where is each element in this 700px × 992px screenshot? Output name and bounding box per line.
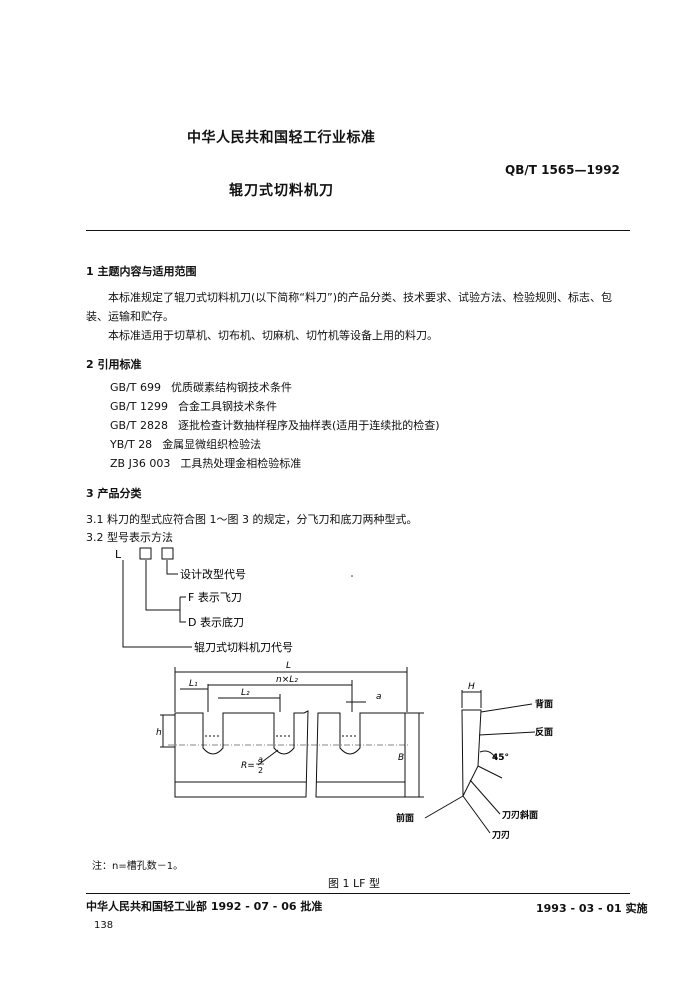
label-R-num: a [258,755,263,764]
standard-code: QB/T 1565—1992 [505,163,620,177]
reference-code: GB/T 1299 [110,400,168,413]
header-rule [86,230,630,231]
model-box-2 [161,547,174,560]
knife-body-left [174,710,309,798]
reference-list: GB/T 699 优质碳素结构钢技术条件 GB/T 1299 合金工具钢技术条件 G… [110,378,440,473]
dim-H [461,690,482,708]
label-L: L [286,661,291,671]
label-L1: L₁ [189,679,198,689]
reference-name: 金属显微组织检验法 [162,438,262,451]
approval-note: 中华人民共和国轻工业部 1992 - 07 - 06 批准 [86,900,323,913]
model-letter: L [115,548,122,561]
section-2-heading: 2 引用标准 [86,358,142,371]
knife-body-right [315,712,406,798]
section-1-heading: 1 主题内容与适用范围 [86,265,197,278]
standard-org: 中华人民共和国轻工行业标准 [187,130,376,146]
r-leader [257,749,279,766]
dim-h [160,714,175,748]
reference-name: 工具热处理金相检验标准 [180,457,302,470]
model-box-1 [139,547,152,560]
leader-fd [145,560,186,623]
clause-3-2: 3.2 型号表示方法 [86,531,173,544]
label-R: R= [241,761,255,771]
label-reverse-face: 反面 [535,726,553,738]
page-number: 138 [94,920,114,931]
leader-edge [462,795,491,834]
reference-item: GB/T 699 优质碳素结构钢技术条件 [110,378,440,397]
reference-code: GB/T 2828 [110,419,168,432]
model-d-label: D 表示底刀 [188,615,244,629]
reference-name: 逐批检查计数抽样程序及抽样表(适用于连续批的检查) [178,419,440,432]
label-L2: L₂ [241,688,250,698]
reference-name: 合金工具钢技术条件 [178,400,277,413]
label-front-face: 前面 [396,812,414,824]
implementation-date: 1993 - 03 - 01 实施 [536,902,648,915]
figure-note: 注：n=槽孔数－1。 [92,861,184,872]
label-h: h [156,728,162,738]
label-nL2: n×L₂ [276,675,298,685]
leader-base [122,560,192,648]
reference-code: YB/T 28 [110,438,153,451]
dim-B [405,712,424,798]
footer-rule [86,893,630,894]
clause-3-1: 3.1 料刀的型式应符合图 1～图 3 的规定，分飞刀和底刀两种型式。 [86,513,418,526]
section-1-para-2: 本标准适用于切草机、切布机、切麻机、切竹机等设备上用的料刀。 [108,329,438,342]
label-H: H [468,682,475,692]
label-bevel: 刀刃斜面 [502,809,538,821]
label-B: B [398,753,404,763]
leader-design [166,560,178,575]
reference-code: GB/T 699 [110,381,161,394]
label-edge: 刀刃 [492,830,510,841]
standard-title: 辊刀式切料机刀 [229,183,334,199]
dim-L-ext [174,667,408,712]
reference-code: ZB J36 003 [110,457,171,470]
model-base-label: 辊刀式切料机刀代号 [194,640,293,654]
leader-bevel [469,779,501,815]
reference-item: YB/T 28 金属显微组织检验法 [110,435,440,454]
leader-front [424,795,464,819]
angle-arc [479,750,498,761]
model-f-label: F 表示飞刀 [188,590,242,604]
model-design-label: 设计改型代号 [180,567,246,581]
label-R-den: 2 [258,766,263,775]
section-1-para-1: 本标准规定了辊刀式切料机刀(以下简称“料刀”)的产品分类、技术要求、试验方法、检… [86,291,612,323]
figure-caption: 图 1 LF 型 [328,877,380,890]
angle-line [477,765,503,779]
leader-back [480,703,533,713]
reference-item: GB/T 1299 合金工具钢技术条件 [110,397,440,416]
reference-item: ZB J36 003 工具热处理金相检验标准 [110,454,440,473]
label-a: a [376,692,382,702]
label-angle: 45° [492,753,509,763]
stray-dot [351,575,353,577]
section-3-heading: 3 产品分类 [86,487,142,500]
section-view [461,709,482,797]
leader-reverse [478,731,536,736]
reference-item: GB/T 2828 逐批检查计数抽样程序及抽样表(适用于连续批的检查) [110,416,440,435]
label-back-face: 背面 [535,698,553,710]
reference-name: 优质碳素结构钢技术条件 [171,381,292,394]
